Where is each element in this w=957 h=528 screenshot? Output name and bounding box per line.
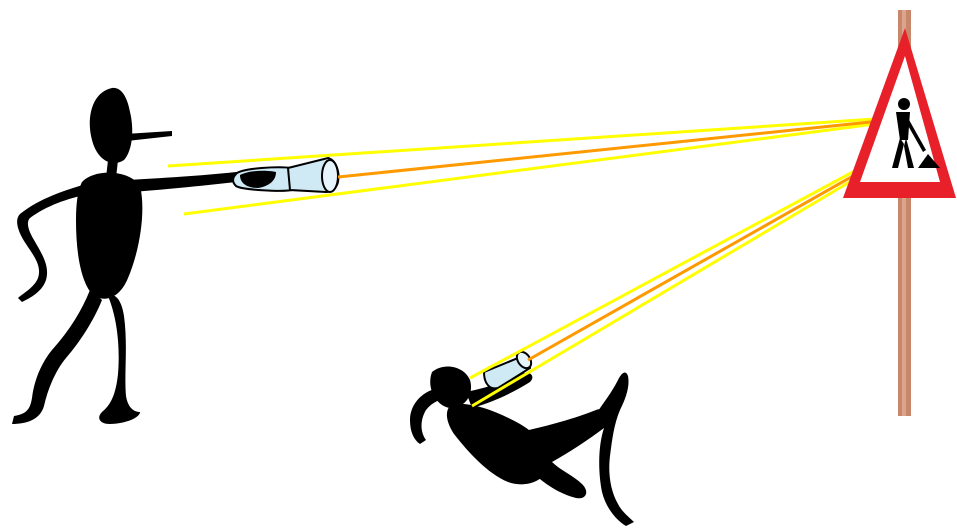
reclining-figure-raised-leg: [596, 372, 634, 526]
reclining-figure-torso: [446, 403, 549, 485]
reclining-figure-back-arm: [410, 388, 450, 444]
standing-figure: [12, 87, 272, 424]
standing-figure-right-leg: [99, 295, 140, 424]
standing-figure-beam: [167, 116, 891, 216]
reclining-figure-bent-leg: [520, 409, 608, 499]
standing-figure-left-arm: [17, 184, 90, 302]
standing-figure-flashlight: [232, 156, 340, 194]
reclining-figure-flashlight: [482, 350, 533, 390]
standing-figure-head: [89, 87, 133, 164]
standing-figure-cap-brim: [126, 131, 172, 141]
reclining-figure-beam: [469, 150, 891, 408]
standing-figure-left-leg: [12, 290, 102, 424]
roadworks-man-digging-icon: [892, 98, 940, 168]
reclining-figure-head: [430, 366, 472, 408]
roadworks-sign: [843, 10, 956, 416]
standing-figure-torso: [76, 172, 143, 299]
reclining-figure: [410, 366, 634, 526]
